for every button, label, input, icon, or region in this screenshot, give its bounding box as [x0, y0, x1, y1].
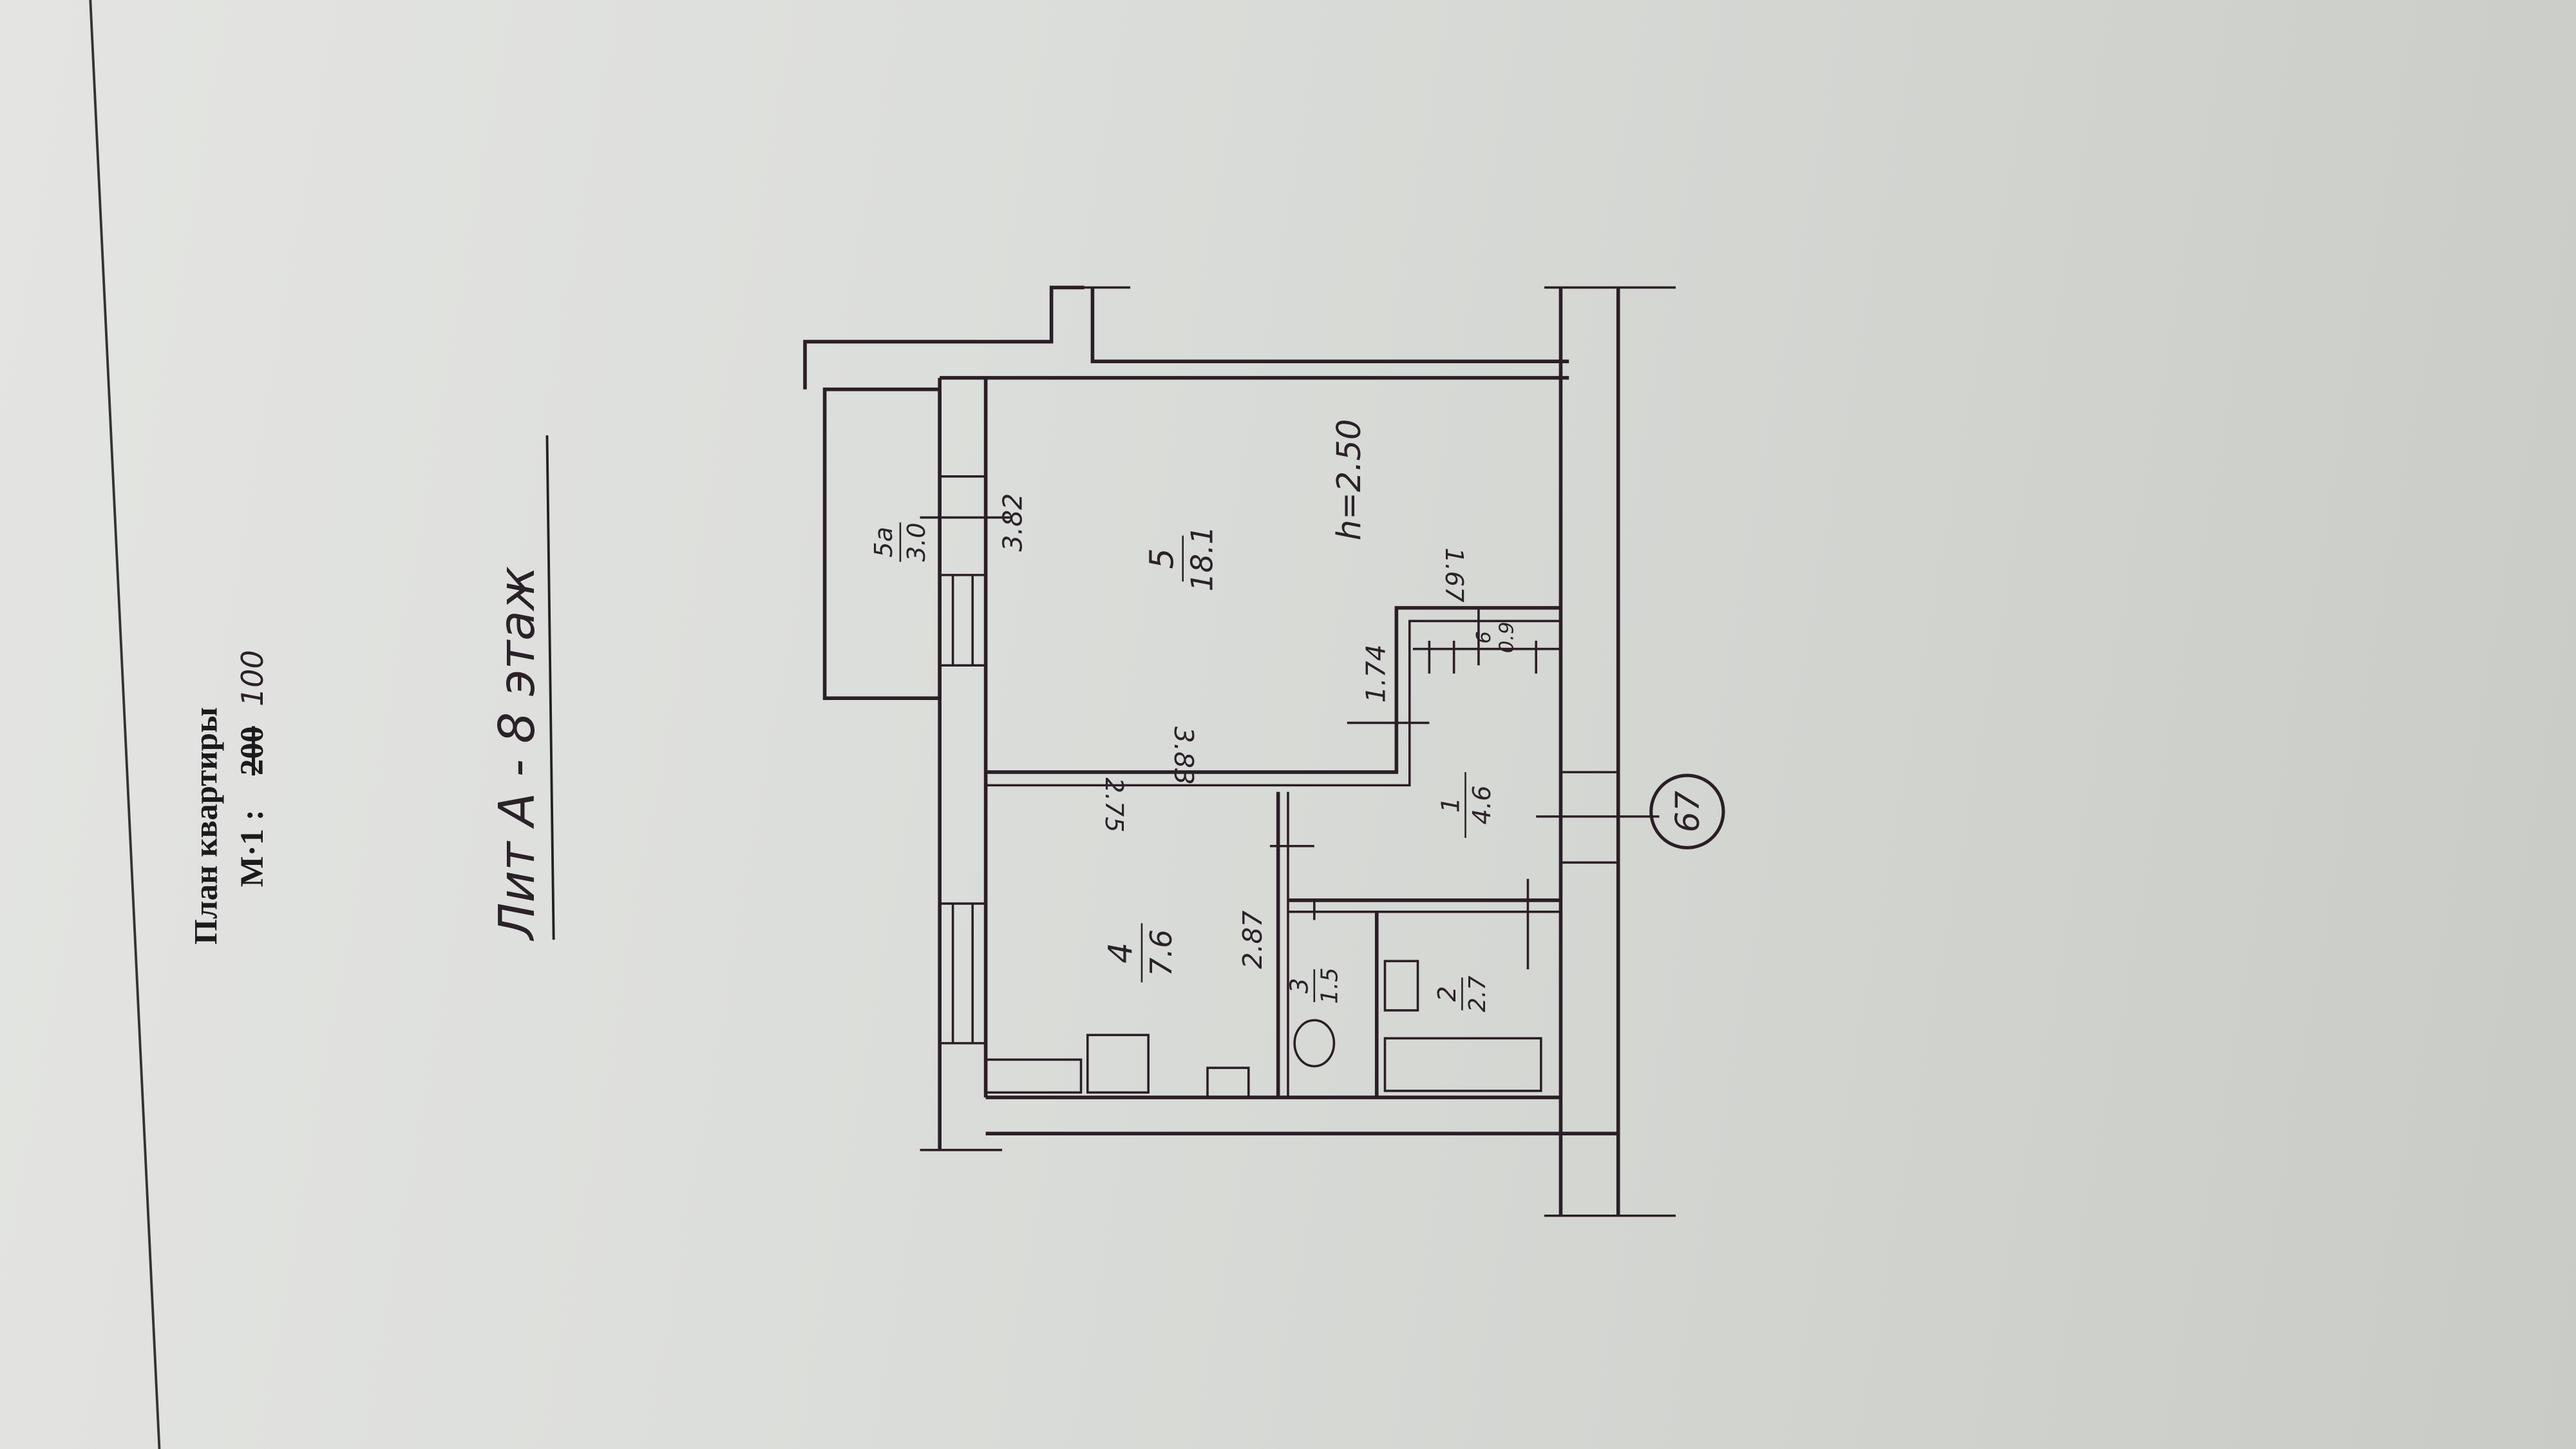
stove-icon	[1086, 1034, 1150, 1094]
svg-text:1: 1	[1436, 797, 1465, 813]
margin-line	[89, 0, 161, 1449]
scale-label: М·1 : 200 100	[234, 650, 270, 887]
axis-marker-label: 67	[1669, 791, 1707, 833]
dim-corridor: 1.74	[1361, 644, 1392, 703]
top-wall-left	[803, 285, 1084, 390]
svg-text:5а: 5а	[869, 527, 898, 558]
svg-text:0.9: 0.9	[1495, 621, 1518, 653]
svg-text:18.1: 18.1	[1185, 526, 1220, 591]
sink-icon	[1206, 1066, 1250, 1099]
svg-text:3.0: 3.0	[902, 522, 931, 562]
dim-room4-width: 2.75	[1099, 777, 1128, 832]
washbasin-icon	[1383, 960, 1419, 1012]
axis-marker	[1649, 773, 1725, 849]
svg-text:2.7: 2.7	[1464, 976, 1491, 1012]
toilet-icon	[1293, 1019, 1336, 1068]
svg-text:7.6: 7.6	[1144, 929, 1179, 976]
dim-room5-width: 3.83	[1168, 726, 1199, 785]
dim-room4-length: 2.87	[1237, 911, 1268, 969]
floor-label-underline	[545, 435, 555, 940]
svg-text:1.5: 1.5	[1317, 967, 1343, 1004]
svg-text:3: 3	[1285, 978, 1314, 993]
scale-struck: 200	[234, 726, 270, 776]
ceiling-height: h=2.50	[1331, 419, 1368, 541]
scale-corrected: 100	[235, 650, 270, 706]
dim-closet: 1.67	[1439, 547, 1468, 602]
floor-label: Лит А - 8 этаж	[489, 566, 546, 942]
svg-text:4.6: 4.6	[1468, 786, 1497, 825]
top-wall-right	[1090, 287, 1569, 364]
svg-text:4: 4	[1103, 942, 1141, 963]
svg-text:6: 6	[1473, 631, 1495, 643]
plan-title: План квартиры	[189, 707, 225, 945]
bathtub-icon	[1383, 1037, 1542, 1092]
svg-text:5: 5	[1143, 548, 1181, 569]
scale-prefix: М·1 :	[234, 810, 270, 887]
window-room5	[920, 475, 1010, 667]
window-room4	[940, 902, 986, 1045]
svg-text:2: 2	[1433, 986, 1462, 1001]
dim-window-room5: 3.82	[998, 493, 1028, 552]
